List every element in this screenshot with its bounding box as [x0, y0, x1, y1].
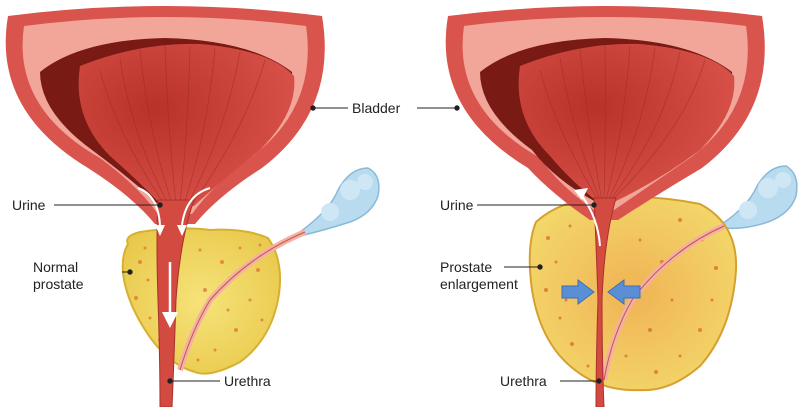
- label-normal-line1: Normal: [33, 259, 79, 275]
- normal-anatomy: [5, 6, 380, 408]
- seminal-vesicle-left: [299, 167, 380, 237]
- label-urethra-right: Urethra: [500, 373, 547, 389]
- urine-reflux-arrow-icon: [574, 188, 601, 247]
- seminal-vesicle-right: [721, 165, 798, 230]
- label-urethra-left: Urethra: [224, 373, 271, 389]
- muscle-striations-left: [99, 45, 266, 205]
- detrusor-muscle-right: [518, 43, 735, 202]
- label-normal-line2: prostate: [33, 276, 84, 292]
- flow-arrowheads-left: [155, 225, 187, 328]
- leader-lines: [54, 105, 602, 384]
- compression-arrow-icon: [561, 279, 641, 305]
- enlarged-anatomy: [445, 6, 798, 408]
- muscle-striations-right: [539, 45, 706, 201]
- label-enlarged-line2: enlargement: [440, 276, 518, 292]
- label-bladder: Bladder: [352, 100, 401, 116]
- label-enlarged-line1: Prostate: [440, 259, 493, 275]
- label-urine-left: Urine: [12, 197, 46, 213]
- urine-flow-arrow-icon: [137, 187, 211, 312]
- prostate-texture-right: [544, 218, 718, 374]
- label-urine-right: Urine: [440, 197, 474, 213]
